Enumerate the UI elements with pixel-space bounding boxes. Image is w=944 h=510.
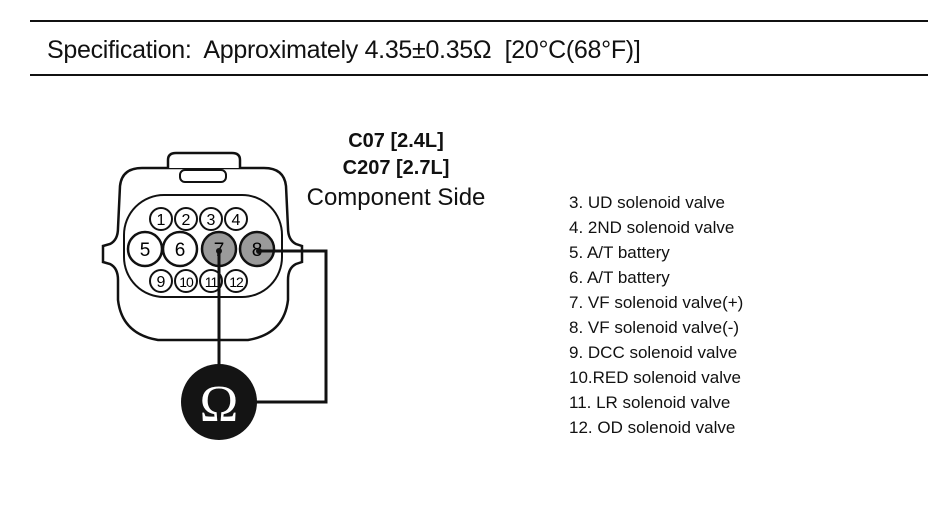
pin-12: 12 (224, 269, 248, 293)
probe-wire-pin-8 (256, 249, 328, 404)
pin-description-7: 7. VF solenoid valve(+) (569, 293, 744, 312)
pin-description-11: 11. LR solenoid valve (569, 393, 731, 412)
specification-line: Specification: Approximately 4.35±0.35Ω … (47, 36, 641, 65)
pin-label: 2 (182, 212, 191, 229)
pin-1: 1 (149, 207, 173, 231)
pin-description-6: 6. A/T battery (569, 268, 670, 287)
pin-10: 10 (174, 269, 198, 293)
bottom-rule (30, 74, 928, 76)
connector-code-2-4l: C07 [2.4L] (348, 130, 444, 152)
pin-11: 11 (199, 269, 223, 293)
ohmmeter-body (181, 364, 257, 440)
pin-description-10: 10.RED solenoid valve (569, 368, 741, 387)
spec-label: Specification: (47, 36, 192, 64)
pin-label: 5 (140, 240, 151, 261)
ohmmeter: Ω (181, 364, 257, 440)
pin-4: 4 (224, 207, 248, 231)
pin-label: 1 (157, 212, 166, 229)
pin-description-12: 12. OD solenoid valve (569, 418, 736, 437)
pin-description-5: 5. A/T battery (569, 243, 670, 262)
pin-label: 3 (207, 212, 216, 229)
pin-description-9: 9. DCC solenoid valve (569, 343, 738, 362)
pin-label: 6 (175, 240, 186, 261)
latch-slot (179, 169, 227, 183)
pin-6: 6 (161, 230, 199, 268)
pin-description-3: 3. UD solenoid valve (569, 193, 725, 212)
pin-label: 9 (157, 274, 166, 291)
pin-label: 10 (179, 274, 194, 290)
ohm-icon: Ω (200, 376, 239, 433)
pin-description-4: 4. 2ND solenoid valve (569, 218, 735, 237)
pin-label: 11 (205, 274, 219, 290)
pin-label: 4 (232, 212, 241, 229)
pin-description-list: 3. UD solenoid valve 4. 2ND solenoid val… (569, 190, 743, 440)
probe-tip-pin-8 (256, 248, 262, 254)
pin-label: 12 (229, 274, 244, 290)
pin-5: 5 (126, 230, 164, 268)
connector-latch (166, 151, 242, 168)
pin-2: 2 (174, 207, 198, 231)
probe-tip-pin-7 (216, 248, 222, 254)
pin-3: 3 (199, 207, 223, 231)
pin-description-8: 8. VF solenoid valve(-) (569, 318, 740, 337)
component-side-label: Component Side (306, 184, 486, 211)
top-rule (30, 20, 928, 22)
spec-value: Approximately 4.35±0.35Ω (203, 36, 492, 64)
spec-condition: [20°C(68°F)] (504, 36, 641, 64)
connector-code-2-7l: C207 [2.7L] (342, 157, 450, 179)
pin-9: 9 (149, 269, 173, 293)
